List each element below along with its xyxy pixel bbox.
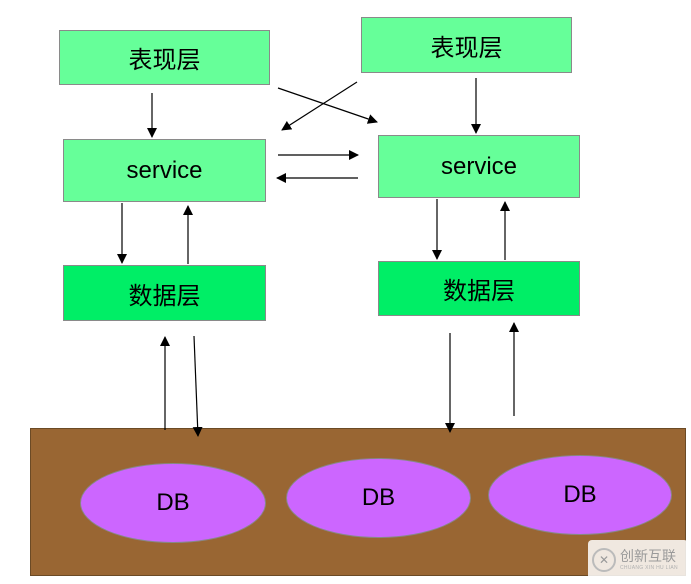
left-presentation-label: 表现层 <box>128 47 201 74</box>
database-3-label: DB <box>563 481 597 508</box>
brand-logo-icon: ✕ <box>592 548 616 572</box>
watermark: ✕ 创新互联 CHUANG XIN HU LIAN <box>588 540 688 580</box>
left-service-layer: service <box>63 139 266 202</box>
database-3: DB <box>488 455 672 535</box>
right-presentation-layer: 表现层 <box>361 17 572 73</box>
left-data-layer: 数据层 <box>63 265 266 321</box>
left-data-label: 数据层 <box>128 282 201 310</box>
watermark-subtext: CHUANG XIN HU LIAN <box>620 564 678 571</box>
arrow-right-pres-to-left-service <box>281 81 358 131</box>
arrow-left-pres-to-right-service <box>277 87 378 124</box>
left-presentation-layer: 表现层 <box>59 30 270 85</box>
arrow-left-data-to-storage <box>192 335 203 437</box>
database-1: DB <box>80 463 266 543</box>
database-1-label: DB <box>156 489 190 516</box>
database-2: DB <box>286 458 471 538</box>
right-data-label: 数据层 <box>443 278 515 305</box>
right-service-layer: service <box>378 135 580 198</box>
left-service-label: service <box>126 156 203 184</box>
right-presentation-label: 表现层 <box>430 34 503 62</box>
right-data-layer: 数据层 <box>378 261 580 316</box>
database-2-label: DB <box>361 484 396 511</box>
right-service-label: service <box>440 152 518 180</box>
watermark-text: 创新互联 <box>620 548 676 565</box>
